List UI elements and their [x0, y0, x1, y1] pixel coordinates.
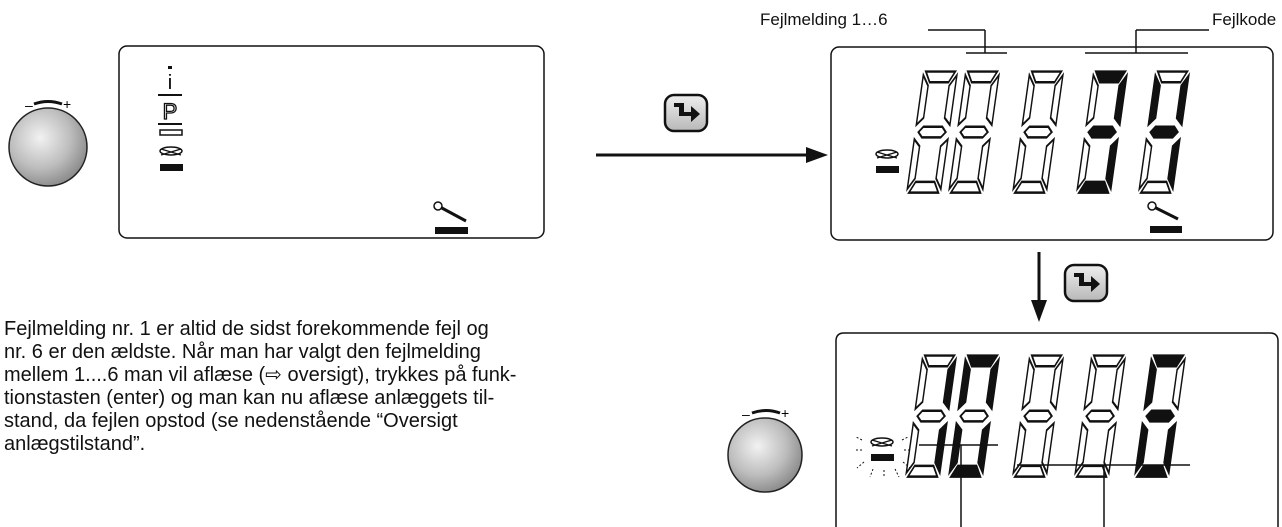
wrench-icon — [433, 201, 468, 234]
description-line: stand, da fejlen opstod (se nedenstående… — [4, 410, 458, 432]
description-line: tionstasten (enter) og man kan nu aflæse… — [4, 387, 495, 409]
svg-text:–: – — [25, 97, 33, 113]
lcd-display-top-right — [830, 29, 1274, 241]
rotary-knob-icon[interactable]: – + — [8, 96, 88, 187]
burner-flame-icon — [159, 146, 183, 171]
description-line: mellem 1....6 man vil aflæse (⇨ oversigt… — [4, 364, 517, 386]
fault-code-digit-4 — [1148, 75, 1189, 190]
fault-code-digit-6 — [1135, 355, 1184, 477]
description-line: nr. 6 er den ældste. Når man har valgt d… — [4, 341, 481, 363]
svg-text:P: P — [163, 99, 178, 124]
info-icon: i — [158, 66, 182, 96]
fault-number-digit-0 — [949, 355, 999, 477]
svg-text:+: + — [63, 96, 71, 112]
rotary-knob-icon[interactable]: – + — [727, 405, 803, 493]
enter-key-icon[interactable] — [663, 93, 709, 133]
fault-number-label: Fejlmelding 1…6 — [760, 10, 888, 29]
wrench-icon — [1147, 201, 1182, 233]
svg-text:+: + — [781, 405, 789, 421]
lcd-display-bottom-right — [835, 332, 1279, 527]
svg-text:–: – — [742, 406, 750, 422]
burner-flame-icon — [875, 149, 899, 173]
parameter-icon: P — [158, 98, 183, 136]
enter-key-icon[interactable] — [1063, 263, 1109, 303]
description-line: Fejlmelding nr. 1 er altid de sidst fore… — [4, 318, 489, 340]
fault-code-digit-3 — [1075, 70, 1129, 194]
svg-text:i: i — [168, 72, 172, 94]
fault-code-label: Fejlkode — [1212, 10, 1277, 29]
arrow-right — [596, 147, 828, 163]
lcd-display-left: i P — [118, 45, 545, 239]
description-text: Fejlmelding nr. 1 er altid de sidst fore… — [4, 318, 644, 456]
description-line: anlægstilstand”. — [4, 433, 146, 455]
burner-flame-icon — [854, 436, 912, 478]
arrow-down — [1031, 252, 1047, 322]
